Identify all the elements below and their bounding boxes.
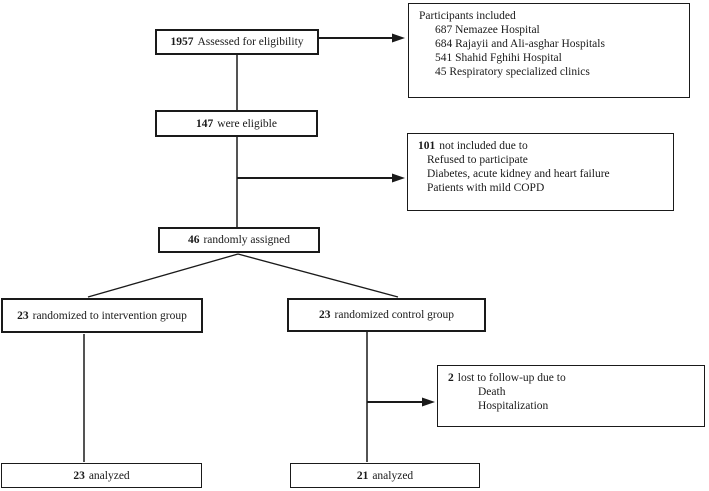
participants-item-list: 687 Nemazee Hospital 684 Rajayii and Ali… [435,23,681,79]
not-included-title-text: not included due to [439,140,528,152]
eligible-label: were eligible [217,117,277,130]
participants-item: 541 Shahid Fghihi Hospital [435,52,562,64]
eligible-count: 147 [196,117,214,130]
connector-assigned-to-control [237,253,399,298]
lost-title-text: lost to follow-up due to [457,372,566,384]
connector-assigned-to-intervention [87,253,239,298]
participants-title: Participants included [419,10,516,22]
participants-item: 684 Rajayii and Ali-asghar Hospitals [435,38,605,50]
analyzed-intervention-label: analyzed [88,469,130,482]
not-included-count: 101 [418,140,436,152]
not-included-item: Patients with mild COPD [427,182,545,194]
intervention-count: 23 [17,309,29,322]
analyzed-control-label: analyzed [372,469,414,482]
control-label: randomized control group [334,309,454,321]
assigned-count: 46 [187,234,200,246]
box-participants-included: Participants included 687 Nemazee Hospit… [408,3,690,98]
assessed-label: Assessed for eligibility [197,36,304,48]
lost-item-list: Death Hospitalization [478,385,696,413]
not-included-item: Diabetes, acute kidney and heart failure [427,168,610,180]
lost-count: 2 [448,372,454,384]
assessed-count: 1957 [170,36,194,48]
lost-item: Hospitalization [478,400,549,412]
connector-to-lost-followup [367,397,435,407]
participants-item: 45 Respiratory specialized clinics [435,66,590,78]
participants-item: 687 Nemazee Hospital [435,24,540,36]
not-included-item-list: Refused to participate Diabetes, acute k… [427,153,665,195]
intervention-label: randomized to intervention group [32,309,187,322]
analyzed-intervention-count: 23 [73,469,85,482]
lost-item: Death [478,386,506,398]
connector-assessed-to-participants [319,33,405,43]
control-count: 23 [319,309,331,321]
connector-to-not-included [237,173,405,183]
not-included-item: Refused to participate [427,154,528,166]
assigned-label: randomly assigned [203,234,291,246]
analyzed-control-count: 21 [356,469,369,482]
